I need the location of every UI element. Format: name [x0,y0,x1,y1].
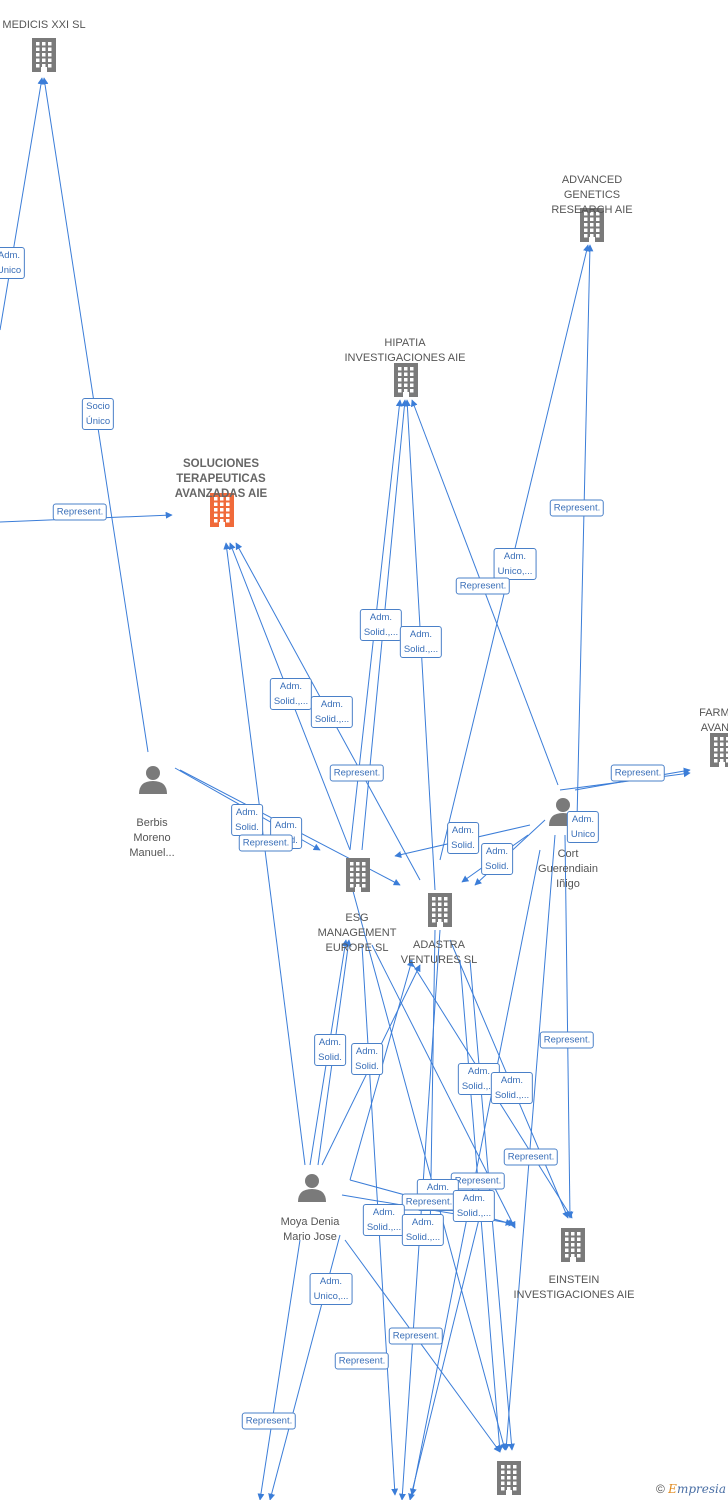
edge-line [0,77,45,331]
node-label-cort[interactable]: Cort Guerendiain Iñigo [538,848,598,890]
brand-initial: E [668,1482,677,1496]
footer-brand: © Empresia [656,1482,726,1496]
edge-relation-label[interactable]: Adm. Unico [0,247,26,279]
edge-relation-label[interactable]: Socio Único [81,398,115,430]
edge-relation-label[interactable]: Adm. Solid. [314,1034,346,1066]
edge-relation-label[interactable]: Represent. [610,764,666,782]
edge-relation-label[interactable]: Adm. Solid.,... [401,1214,445,1246]
edge-relation-label[interactable]: Represent. [334,1352,390,1370]
edge-relation-label[interactable]: Adm. Solid.,... [399,626,443,658]
edge-relation-label[interactable]: Adm. Unico [566,811,600,843]
company-building-icon[interactable] [346,858,370,892]
edge-relation-label[interactable]: Adm. Unico,... [309,1273,353,1305]
edge-relation-label[interactable]: Represent. [539,1031,595,1049]
company-building-icon-main[interactable] [210,493,234,527]
node-label-advanced[interactable]: ADVANCED GENETICS RESEARCH AIE [551,174,633,216]
node-label-hipatia[interactable]: HIPATIA INVESTIGACIONES AIE [344,337,466,364]
node-label-medicis[interactable]: MEDICIS XXI SL [2,19,86,31]
edge-relation-label[interactable]: Adm. Solid.,... [362,1204,406,1236]
copyright-symbol: © [655,1482,665,1496]
edge-relation-label[interactable]: Represent. [549,499,605,517]
node-label-berbis[interactable]: Berbis Moreno Manuel... [129,817,175,859]
edge-line [349,879,507,1451]
company-building-icon[interactable] [561,1228,585,1262]
edge-line [408,1214,481,1500]
edge-relation-label[interactable]: Represent. [401,1193,457,1211]
brand-name: mpresia [676,1482,726,1496]
company-building-icon[interactable] [394,363,418,397]
node-label-adastra[interactable]: ADASTRA VENTURES SL [400,939,478,966]
company-building-icon[interactable] [580,208,604,242]
edge-relation-label[interactable]: Adm. Solid.,... [269,678,313,710]
edge-relation-label[interactable]: Adm. Solid. [351,1043,383,1075]
edge-line [223,542,306,1166]
icons-layer [32,38,728,1495]
edge-relation-label[interactable]: Adm. Solid.,... [490,1072,534,1104]
edge-relation-label[interactable]: Represent. [241,1412,297,1430]
edge-relation-label[interactable]: Adm. Solid.,... [310,696,354,728]
edge-relation-label[interactable]: Represent. [455,577,511,595]
edge-line [344,1239,501,1453]
edge-relation-label[interactable]: Adm. Unico,... [493,548,537,580]
edge-line [559,770,691,791]
edge-relation-label[interactable]: Represent. [329,764,385,782]
edge-relation-label[interactable]: Represent. [238,834,294,852]
edge-relation-label[interactable]: Adm. Solid.,... [359,609,403,641]
edge-relation-label[interactable]: Represent. [388,1327,444,1345]
person-icon[interactable] [298,1174,326,1202]
edge-line [564,834,574,1219]
edge-line [503,834,556,1451]
company-building-icon[interactable] [710,733,728,767]
node-label-moya[interactable]: Moya Denia Mario Jose [280,1216,340,1243]
edge-relation-label[interactable]: Adm. Solid. [481,843,513,875]
edge-relation-label[interactable]: Adm. Solid.,... [452,1190,496,1222]
edge-relation-label[interactable]: Adm. Solid. [231,804,263,836]
company-building-icon[interactable] [428,893,452,927]
node-label-einstein[interactable]: EINSTEIN INVESTIGACIONES AIE [513,1274,635,1301]
person-icon[interactable] [139,766,167,794]
company-building-icon[interactable] [32,38,56,72]
node-label-farmac[interactable]: FARMAC AVANZA [699,707,728,734]
node-label-soluciones[interactable]: SOLUCIONES TERAPEUTICAS AVANZADAS AIE [174,458,268,500]
edge-line [257,1239,301,1500]
edge-line [576,244,594,821]
edge-relation-label[interactable]: Represent. [450,1172,506,1190]
node-label-esg[interactable]: ESG MANAGEMENT EUROPE SL [317,912,397,954]
edge-relation-label[interactable]: Adm. Solid. [447,822,479,854]
edge-relation-label[interactable]: Represent. [52,503,108,521]
edge-relation-label[interactable]: Represent. [503,1148,559,1166]
company-building-icon[interactable] [497,1461,521,1495]
